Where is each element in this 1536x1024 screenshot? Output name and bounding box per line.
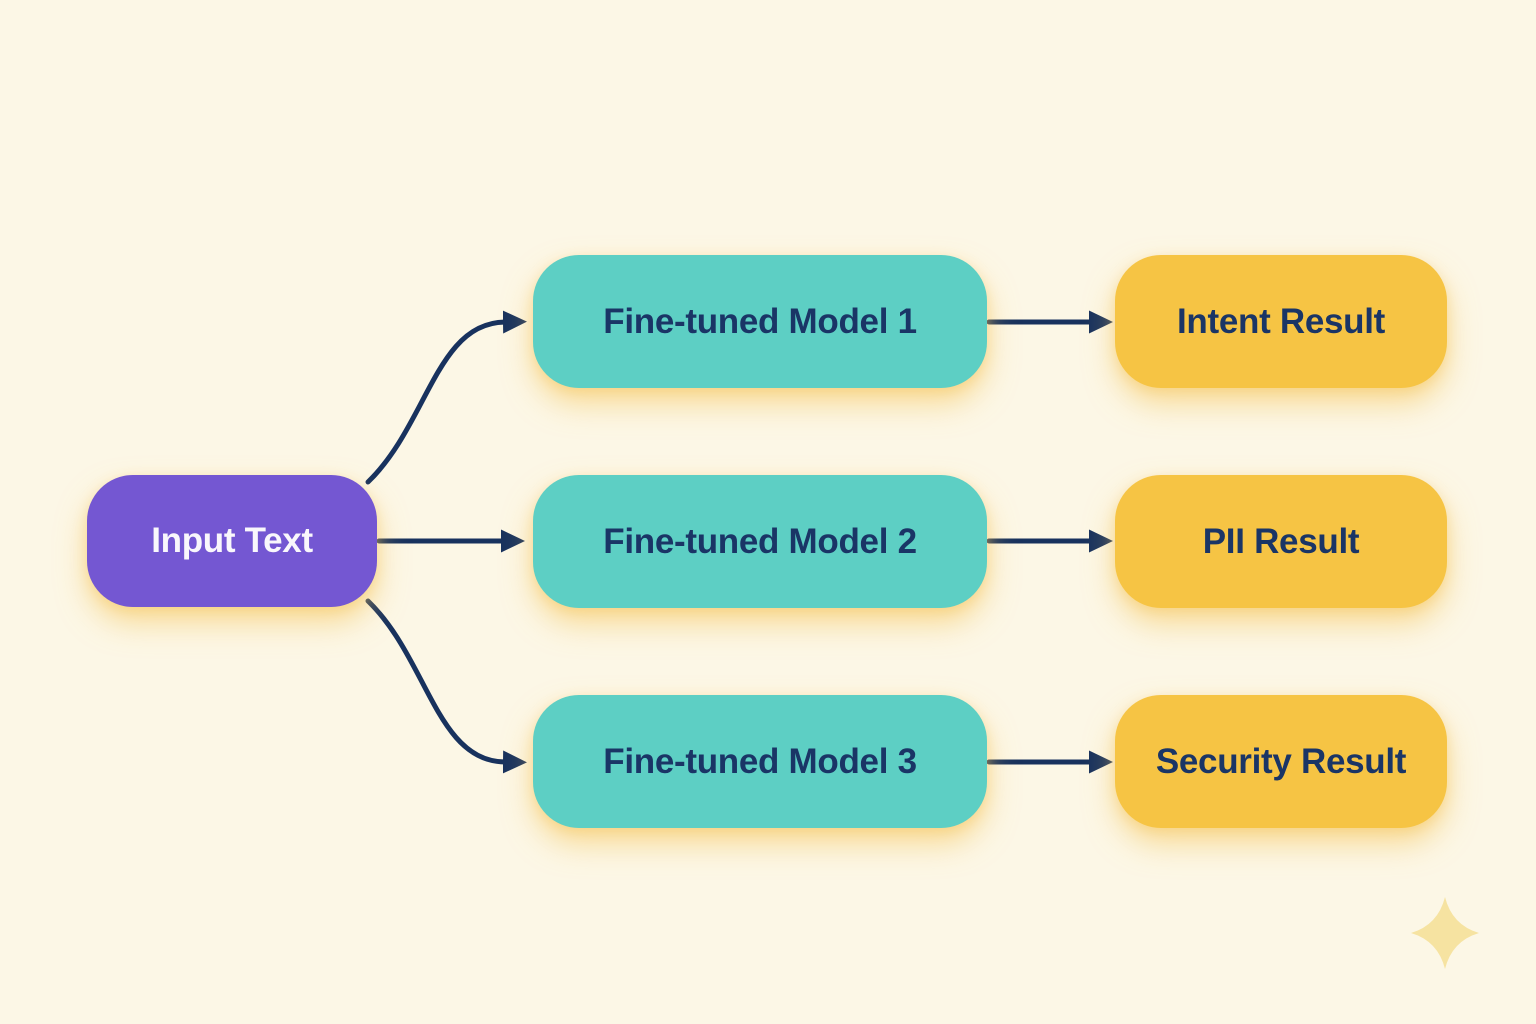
model-node-2-label: Fine-tuned Model 2 bbox=[603, 521, 917, 561]
model-node-1-label: Fine-tuned Model 1 bbox=[603, 301, 917, 341]
input-text-label: Input Text bbox=[151, 521, 313, 560]
model-node-3-label: Fine-tuned Model 3 bbox=[603, 741, 917, 781]
model-node-1: Fine-tuned Model 1 bbox=[533, 255, 987, 388]
model-node-3: Fine-tuned Model 3 bbox=[533, 695, 987, 828]
arrow-input-to-model1 bbox=[365, 310, 527, 485]
result-node-pii-label: PII Result bbox=[1202, 521, 1360, 561]
result-node-intent: Intent Result bbox=[1115, 255, 1447, 388]
result-node-pii: PII Result bbox=[1115, 475, 1447, 608]
arrow-input-to-model3 bbox=[365, 598, 527, 774]
input-text-node: Input Text bbox=[87, 475, 377, 607]
result-node-security: Security Result bbox=[1115, 695, 1447, 828]
result-node-security-label: Security Result bbox=[1155, 741, 1407, 781]
sparkle-icon bbox=[1411, 897, 1479, 969]
model-node-2: Fine-tuned Model 2 bbox=[533, 475, 987, 608]
result-node-intent-label: Intent Result bbox=[1176, 301, 1386, 341]
